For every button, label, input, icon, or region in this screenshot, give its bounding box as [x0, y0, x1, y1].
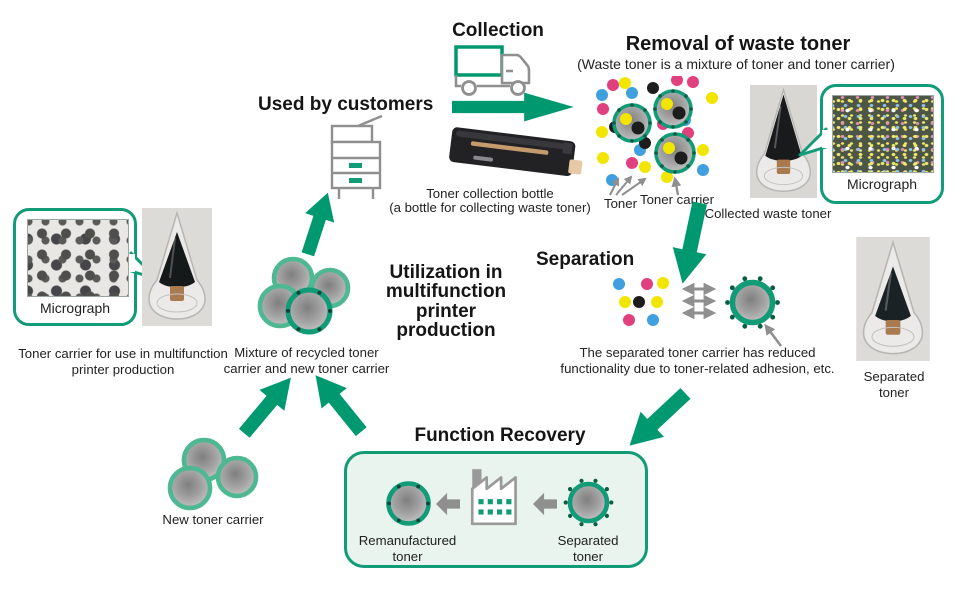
collected-waste-toner-photo: [750, 85, 817, 198]
collection-heading: Collection: [452, 20, 544, 41]
utilization-heading: Utilization in multifunction printer pro…: [385, 262, 507, 342]
toner-collection-bottle-image: [449, 127, 583, 177]
separated-toner-photo-image: [856, 237, 930, 361]
process-arrow-left-icon: [436, 492, 460, 516]
bottle-caption-subtitle: (a bottle for collecting waste toner): [389, 200, 591, 215]
separated-toner-photo-caption: Separated toner: [863, 369, 925, 400]
function-recovery-heading: Function Recovery: [414, 425, 586, 446]
process-arrow-left-icon: [533, 492, 557, 516]
mixture-carrier-cluster: [257, 256, 351, 335]
removal-subtitle: (Waste toner is a mixture of toner and t…: [577, 56, 895, 72]
printer-icon: [330, 114, 383, 199]
micrograph-label-left: Micrograph: [39, 300, 111, 316]
micrograph-bubble-left: Micrograph: [13, 208, 159, 326]
collected-waste-toner-caption: Collected waste toner: [704, 206, 832, 221]
toner-label: Toner: [604, 196, 637, 211]
micrograph-label-right: Micrograph: [846, 176, 918, 192]
micrograph-bubble-right: Micrograph: [798, 84, 944, 204]
separated-toner-dots: [613, 277, 669, 326]
arrow-new-to-mixture-icon: [231, 366, 305, 445]
truck-icon: [454, 45, 531, 96]
arrow-to-recovery-icon: [616, 380, 698, 460]
bottle-caption-title: Toner collection bottle: [426, 186, 554, 201]
arrow-to-separation-icon: [665, 199, 718, 289]
new-toner-carrier-caption: New toner carrier: [162, 512, 264, 527]
separated-carrier-sphere: [725, 276, 780, 329]
arrow-collection-icon: [452, 92, 576, 122]
removal-heading: Removal of waste toner: [625, 33, 851, 55]
exchange-arrows-icon: [681, 283, 717, 319]
arrow-recovered-to-mixture-icon: [302, 364, 375, 443]
carrier-pointer-arrow-icon: [764, 323, 783, 347]
toner-carrier-photo: [142, 208, 212, 326]
separated-carrier-sphere-small: [563, 478, 614, 527]
separation-note: The separated toner carrier has reduced …: [560, 345, 835, 376]
waste-toner-cluster: [596, 76, 718, 186]
mixture-caption: Mixture of recycled toner carrier and ne…: [223, 345, 390, 376]
remanufactured-toner-label: Remanufactured toner: [358, 533, 457, 564]
new-carrier-cluster: [167, 437, 259, 511]
used-by-customers-heading: Used by customers: [258, 94, 434, 115]
separation-heading: Separation: [536, 249, 635, 270]
bubble-pointer-icon: [798, 127, 828, 157]
separated-toner-box-label: Separated toner: [557, 533, 619, 564]
factory-icon: [470, 469, 517, 526]
toner-carrier-use-caption: Toner carrier for use in multifunction p…: [18, 346, 228, 377]
remanufactured-carrier-sphere: [386, 481, 431, 526]
micrograph-image-carrier: [27, 219, 129, 297]
arrow-to-printer-icon: [293, 187, 344, 260]
micrograph-image-waste: [832, 95, 934, 173]
toner-pointer-arrows-icon: [609, 175, 682, 196]
